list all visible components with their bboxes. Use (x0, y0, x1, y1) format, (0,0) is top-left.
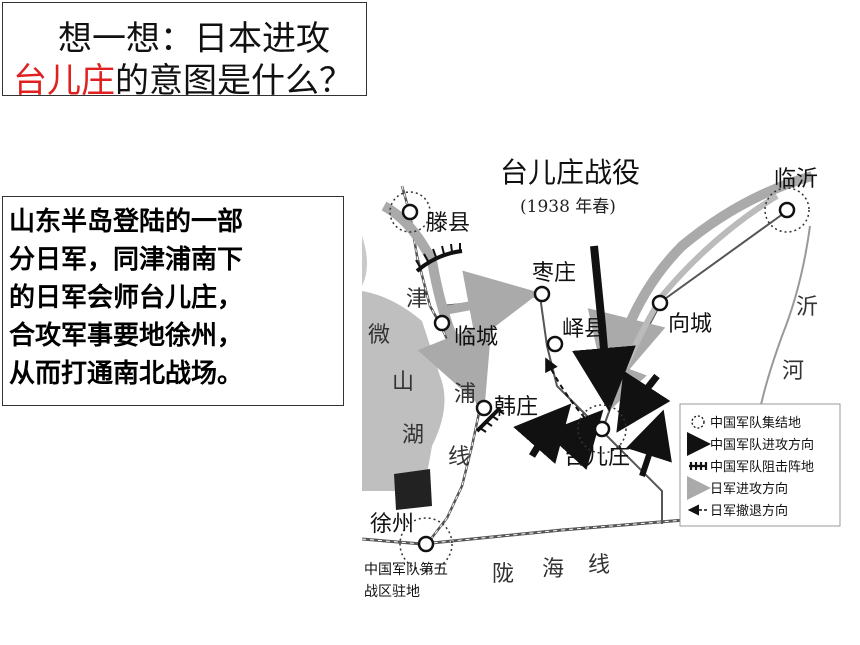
label-longhai-1: 陇 (492, 562, 514, 587)
map-subtitle: (1938 年春) (520, 197, 616, 217)
label-xuzhou-note-2: 战区驻地 (364, 584, 420, 600)
blocking-position-tengxian (415, 249, 463, 273)
zaozhuang-marker (533, 285, 551, 303)
label-lake-1: 微 (368, 323, 390, 348)
tengxian-marker (401, 203, 419, 221)
assembly-circle-icon (691, 415, 705, 429)
label-yixian: 峄县 (562, 317, 606, 342)
linyi-assembly (764, 187, 810, 233)
taierzhuang-assembly (577, 404, 627, 454)
legend: 中国军队集结地 中国军队进攻方向 中国军队阻击阵地 日军进攻方向 日军撤退方向 (679, 403, 841, 527)
answer-line: 的日军会师台儿庄， (9, 283, 244, 313)
answer-line: 分日军，同津浦南下 (9, 245, 244, 275)
battle-map-svg: 台儿庄战役 (1938 年春) 滕县 临城 韩庄 枣庄 峄县 向城 临沂 台儿庄… (362, 156, 841, 600)
yixian-marker (546, 335, 564, 353)
blocking-position-tengxian-ticks (415, 243, 461, 268)
hanzhuang-marker (475, 399, 493, 417)
question-highlight: 台儿庄 (13, 61, 115, 101)
blocking-position-hanzhuang-ticks (479, 409, 505, 433)
blocking-line-icon (689, 462, 708, 470)
japan-attack-arrow-west (381, 201, 492, 410)
china-attack-arrow-sw1 (513, 403, 572, 465)
label-zaozhuang: 枣庄 (532, 261, 576, 286)
answer-line: 山东半岛登陆的一部 (9, 207, 244, 237)
xiangcheng-marker (651, 294, 669, 312)
label-lincheng: 临城 (454, 325, 498, 350)
map-title: 台儿庄战役 (500, 156, 640, 189)
yi-river (756, 225, 811, 427)
japan-attack-arrow-linyi (587, 171, 814, 396)
lake-shadow (362, 236, 367, 286)
china-attack-arrow-north (572, 245, 636, 412)
label-longhai-3: 线 (588, 553, 610, 578)
china-attack-arrow-se (626, 409, 672, 477)
label-jinpu-1: 津 (406, 287, 428, 312)
label-jinpu-2: 浦 (454, 382, 476, 407)
legend-label: 日军进攻方向 (710, 481, 788, 497)
answer-line: 合攻军事要地徐州， (9, 321, 244, 351)
label-river-1: 沂 (796, 295, 818, 320)
china-attack-arrow-sw2 (545, 409, 604, 470)
taierzhuang-marker (593, 420, 611, 438)
label-hanzhuang: 韩庄 (494, 395, 538, 420)
label-lake-3: 湖 (402, 423, 424, 448)
question-box: 想一想：日本进攻 台儿庄的意图是什么？ (2, 2, 367, 101)
label-longhai-2: 海 (542, 557, 564, 582)
japan-attack-arrow-zaozhuang (441, 270, 540, 342)
longhai-railway-inner (362, 507, 838, 545)
linyi-marker (778, 201, 796, 219)
label-linyi: 临沂 (774, 167, 818, 192)
question-line-2: 台儿庄的意图是什么？ (13, 53, 353, 102)
question-line-2-rest: 的意图是什么？ (115, 61, 353, 101)
legend-label: 日军撤退方向 (710, 503, 788, 519)
label-jinpu-3: 线 (448, 445, 470, 470)
china-attack-arrow-east (616, 370, 671, 433)
label-taierzhuang: 台儿庄 (564, 445, 630, 470)
label-xiangcheng: 向城 (668, 312, 712, 337)
lincheng-marker (433, 314, 451, 332)
legend-label: 中国军队集结地 (710, 415, 801, 431)
label-tengxian: 滕县 (426, 211, 470, 236)
label-xuzhou: 徐州 (370, 512, 414, 537)
tengxian-assembly (389, 191, 431, 233)
legend-label: 中国军队进攻方向 (710, 437, 814, 453)
legend-label: 中国军队阻击阵地 (710, 460, 814, 475)
xuzhou-marker (417, 535, 435, 553)
xuzhou-assembly (399, 517, 453, 571)
battle-map: 台儿庄战役 (1938 年春) 滕县 临城 韩庄 枣庄 峄县 向城 临沂 台儿庄… (362, 146, 842, 608)
label-river-2: 河 (782, 359, 804, 384)
answer-line: 从而打通南北战场。 (9, 359, 244, 389)
label-lake-2: 山 (392, 370, 414, 395)
answer-box: 山东半岛登陆的一部 分日军，同津浦南下 的日军会师台儿庄， 合攻军事要地徐州， … (2, 196, 344, 406)
question-line-1: 想一想：日本进攻 (58, 19, 330, 59)
japanese-flag (394, 469, 432, 510)
label-xuzhou-note-1: 中国军队第五 (364, 561, 448, 578)
